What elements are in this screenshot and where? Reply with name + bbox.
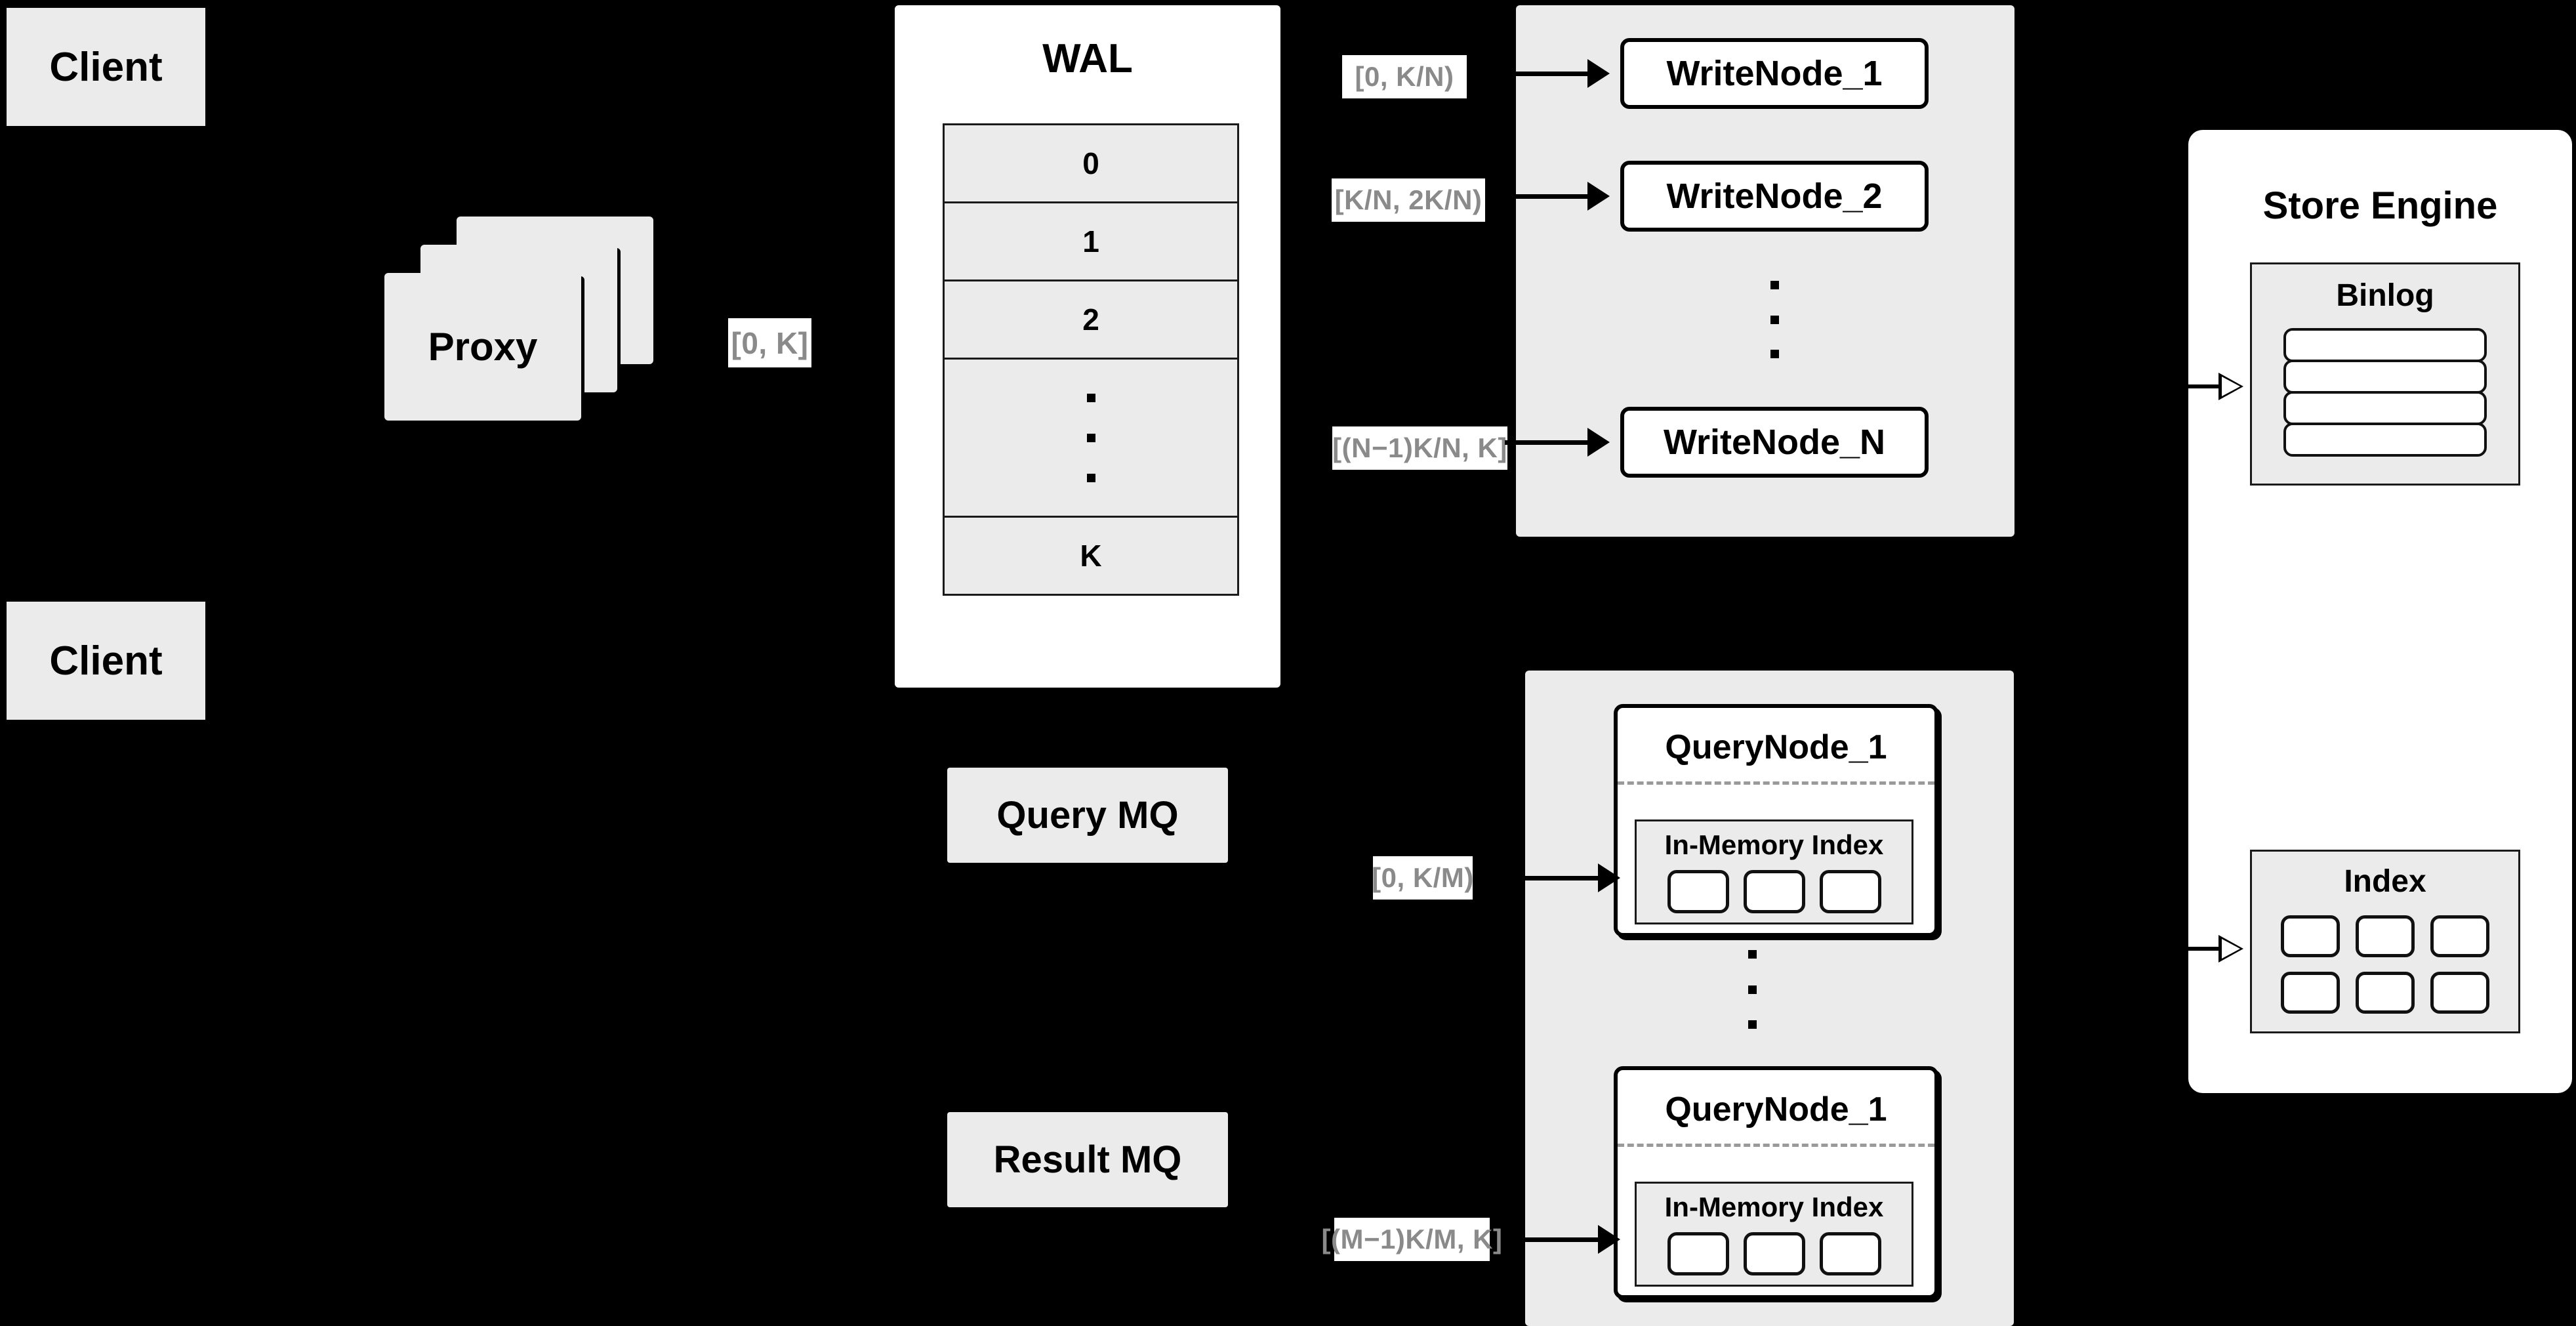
index-cell-1[interactable] <box>2281 915 2340 957</box>
client-label-1: Client <box>49 44 163 90</box>
wal-dot-1 <box>1086 393 1095 402</box>
query-arrow-head-2 <box>1598 1225 1620 1254</box>
index-arrow-line <box>2178 947 2218 951</box>
proxy-card-front[interactable]: Proxy <box>384 273 581 421</box>
wal-row-2[interactable]: 2 <box>943 280 1239 358</box>
binlog-bar-3[interactable] <box>2283 391 2487 425</box>
wal-rows: 0 1 2 K <box>943 123 1239 596</box>
write-arrow-head-1 <box>1587 59 1610 88</box>
proxy-label: Proxy <box>428 325 538 369</box>
wal-dot-3 <box>1086 473 1095 482</box>
write-range-tag-1: [0, K/N) <box>1342 55 1467 98</box>
proxy-range-text: [0, K] <box>731 325 809 360</box>
binlog-arrow-line <box>2178 384 2218 388</box>
client-box-2[interactable]: Client <box>7 602 205 720</box>
query-node-1-separator <box>1618 781 1934 785</box>
binlog-block: Binlog <box>2250 262 2520 486</box>
query-dot-1 <box>1748 950 1757 959</box>
write-node-1[interactable]: WriteNode_1 <box>1620 38 1929 109</box>
query-range-text-1: [0, K/M) <box>1372 862 1474 893</box>
query-dot-2 <box>1748 985 1757 994</box>
query-node-2-index-cell-3[interactable] <box>1819 1232 1881 1275</box>
write-cluster-ellipsis <box>1769 281 1780 358</box>
client-label-2: Client <box>49 638 163 684</box>
query-node-1[interactable]: QueryNode_1 In-Memory Index <box>1614 704 1938 937</box>
store-engine-title: Store Engine <box>2262 184 2498 227</box>
write-arrow-line-2 <box>1505 194 1589 199</box>
query-node-1-inmemory-index: In-Memory Index <box>1635 819 1913 924</box>
binlog-bar-1[interactable] <box>2283 328 2487 362</box>
wal-row-label-2: 2 <box>1082 302 1099 337</box>
query-node-2-label: QueryNode_1 <box>1665 1090 1887 1129</box>
result-mq-label: Result MQ <box>993 1138 1182 1181</box>
binlog-title: Binlog <box>2336 278 2434 313</box>
index-cell-3[interactable] <box>2430 915 2489 957</box>
result-mq-box[interactable]: Result MQ <box>947 1112 1228 1207</box>
write-arrow-line-n <box>1505 440 1589 445</box>
write-arrow-head-2 <box>1587 182 1610 211</box>
query-node-1-index-cell-2[interactable] <box>1743 870 1805 913</box>
query-node-1-index-cell-3[interactable] <box>1819 870 1881 913</box>
query-arrow-head-1 <box>1598 863 1620 892</box>
write-node-2-label: WriteNode_2 <box>1666 176 1883 216</box>
wal-row-1[interactable]: 1 <box>943 201 1239 280</box>
write-dot-3 <box>1770 350 1779 358</box>
wal-row-k[interactable]: K <box>943 516 1239 596</box>
write-arrow-head-n <box>1587 428 1610 457</box>
query-arrow-line-2 <box>1521 1237 1599 1242</box>
write-arrow-line-1 <box>1505 72 1589 76</box>
wal-title: WAL <box>1042 36 1133 81</box>
write-node-2[interactable]: WriteNode_2 <box>1620 161 1929 232</box>
query-node-1-label: QueryNode_1 <box>1665 728 1887 766</box>
query-mq-box[interactable]: Query MQ <box>947 768 1228 863</box>
index-title: Index <box>2344 864 2426 899</box>
write-range-text-2: [K/N, 2K/N) <box>1334 184 1482 215</box>
query-range-tag-1: [0, K/M) <box>1372 856 1474 900</box>
query-range-text-2: [(M−1)K/M, K] <box>1321 1224 1503 1254</box>
index-cell-2[interactable] <box>2356 915 2415 957</box>
query-range-tag-2: [(M−1)K/M, K] <box>1322 1218 1502 1261</box>
write-node-n-label: WriteNode_N <box>1663 423 1886 462</box>
query-node-2-index-title: In-Memory Index <box>1664 1191 1884 1222</box>
client-box-1[interactable]: Client <box>7 8 205 126</box>
query-mq-label: Query MQ <box>996 794 1179 837</box>
proxy-range-tag: [0, K] <box>728 318 811 367</box>
wal-dot-2 <box>1086 433 1095 442</box>
query-node-2-index-cell-2[interactable] <box>1743 1232 1805 1275</box>
write-dot-2 <box>1770 315 1779 324</box>
query-cluster-ellipsis <box>1747 950 1757 1029</box>
query-node-2[interactable]: QueryNode_1 In-Memory Index <box>1614 1066 1938 1299</box>
write-dot-1 <box>1770 281 1779 289</box>
index-cell-6[interactable] <box>2430 972 2489 1014</box>
index-block: Index <box>2250 850 2520 1033</box>
wal-row-label-k: K <box>1080 539 1102 573</box>
query-node-2-separator <box>1618 1144 1934 1147</box>
query-node-1-index-cell-1[interactable] <box>1667 870 1729 913</box>
wal-ellipsis-dots <box>1086 393 1095 482</box>
wal-row-label-1: 1 <box>1082 224 1099 259</box>
proxy-stack[interactable]: Proxy <box>384 217 666 433</box>
query-node-2-index-cell-1[interactable] <box>1667 1232 1729 1275</box>
wal-panel: WAL 0 1 2 K <box>895 5 1280 688</box>
write-range-text-1: [0, K/N) <box>1355 61 1454 92</box>
index-cell-5[interactable] <box>2356 972 2415 1014</box>
query-arrow-line-1 <box>1521 876 1599 881</box>
write-node-n[interactable]: WriteNode_N <box>1620 407 1929 478</box>
wal-row-ellipsis <box>943 358 1239 516</box>
query-node-2-inmemory-index: In-Memory Index <box>1635 1182 1913 1287</box>
wal-row-label-0: 0 <box>1082 146 1099 180</box>
write-range-tag-2: [K/N, 2K/N) <box>1332 178 1485 222</box>
query-dot-3 <box>1748 1020 1757 1029</box>
write-range-text-n: [(N−1)K/N, K] <box>1332 432 1507 463</box>
binlog-bar-2[interactable] <box>2283 360 2487 394</box>
write-node-1-label: WriteNode_1 <box>1666 54 1883 93</box>
index-cell-4[interactable] <box>2281 972 2340 1014</box>
binlog-bar-4[interactable] <box>2283 423 2487 457</box>
wal-row-0[interactable]: 0 <box>943 123 1239 201</box>
query-node-1-index-title: In-Memory Index <box>1664 829 1884 860</box>
write-range-tag-n: [(N−1)K/N, K] <box>1332 426 1507 470</box>
